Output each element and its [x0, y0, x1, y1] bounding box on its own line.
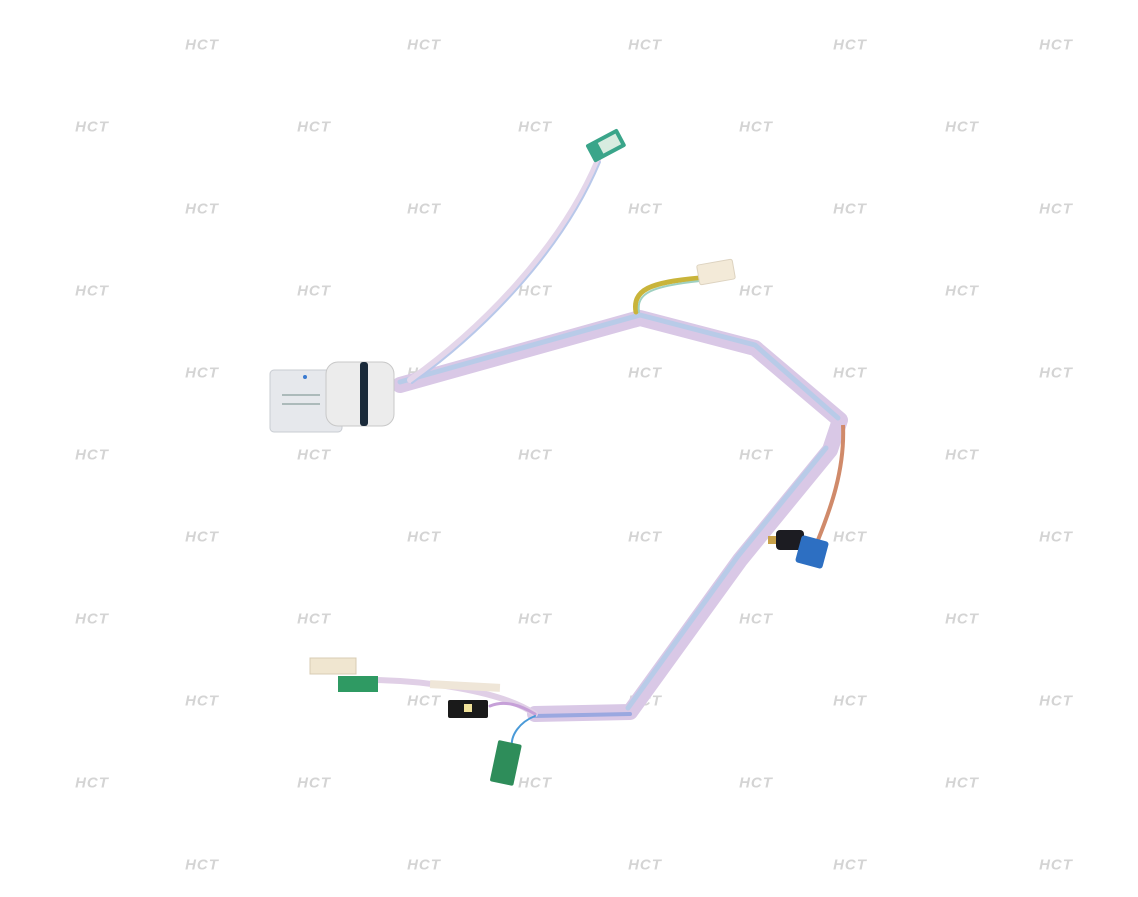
- watermark-text: HCT: [407, 692, 441, 710]
- watermark-text: HCT: [1039, 364, 1073, 382]
- watermark-text: HCT: [1039, 856, 1073, 874]
- watermark-text: HCT: [628, 36, 662, 54]
- watermark-text: HCT: [75, 118, 109, 136]
- watermark-text: HCT: [518, 118, 552, 136]
- watermark-text: HCT: [185, 856, 219, 874]
- watermark-text: HCT: [407, 528, 441, 546]
- watermark-text: HCT: [739, 446, 773, 464]
- watermark-text: HCT: [1039, 200, 1073, 218]
- watermark-text: HCT: [185, 200, 219, 218]
- watermark-text: HCT: [518, 610, 552, 628]
- watermark-text: HCT: [833, 364, 867, 382]
- watermark-text: HCT: [945, 610, 979, 628]
- watermark-text: HCT: [518, 774, 552, 792]
- watermark-text: HCT: [407, 200, 441, 218]
- branch-top: [407, 157, 601, 384]
- watermark-text: HCT: [407, 36, 441, 54]
- watermark-text: HCT: [945, 282, 979, 300]
- watermark-text: HCT: [945, 774, 979, 792]
- watermark-text: HCT: [628, 528, 662, 546]
- watermark-text: HCT: [945, 118, 979, 136]
- watermark-text: HCT: [1039, 692, 1073, 710]
- watermark-text: HCT: [628, 856, 662, 874]
- watermark-text: HCT: [518, 282, 552, 300]
- blue-sensor-connector: [768, 530, 829, 569]
- watermark-text: HCT: [628, 364, 662, 382]
- watermark-text: HCT: [297, 446, 331, 464]
- watermark-text: HCT: [75, 446, 109, 464]
- branch-bottom: [367, 677, 538, 749]
- watermark-text: HCT: [833, 528, 867, 546]
- green-connector-bottom: [490, 740, 522, 786]
- watermark-text: HCT: [297, 282, 331, 300]
- watermark-text: HCT: [518, 446, 552, 464]
- watermark-text: HCT: [739, 118, 773, 136]
- watermark-text: HCT: [75, 282, 109, 300]
- watermark-text: HCT: [628, 200, 662, 218]
- watermark-text: HCT: [75, 774, 109, 792]
- watermark-text: HCT: [833, 692, 867, 710]
- white-connector-upper: [696, 258, 736, 286]
- watermark-text: HCT: [1039, 528, 1073, 546]
- watermark-text: HCT: [833, 36, 867, 54]
- watermark-text: HCT: [739, 282, 773, 300]
- black-connector-terminal: [464, 704, 472, 712]
- white-connector-lower: [309, 657, 357, 675]
- watermark-text: HCT: [297, 774, 331, 792]
- watermark-text: HCT: [185, 364, 219, 382]
- watermark-text: HCT: [833, 200, 867, 218]
- watermark-text: HCT: [407, 856, 441, 874]
- branch-yellow: [632, 275, 703, 315]
- watermark-text: HCT: [1039, 36, 1073, 54]
- watermark-text: HCT: [297, 118, 331, 136]
- branch-copper: [816, 424, 846, 541]
- watermark-text: HCT: [739, 610, 773, 628]
- main-round-connector: [269, 361, 395, 433]
- harness-trunk: [392, 310, 848, 722]
- watermark-text: HCT: [185, 692, 219, 710]
- watermark-text: HCT: [185, 36, 219, 54]
- watermark-text: HCT: [833, 856, 867, 874]
- watermark-text: HCT: [75, 610, 109, 628]
- watermark-text: HCT: [297, 610, 331, 628]
- watermark-text: HCT: [185, 528, 219, 546]
- watermark-text: HCT: [739, 774, 773, 792]
- watermark-text: HCT: [945, 446, 979, 464]
- green-connector-small: [338, 676, 378, 692]
- green-connector-top: [586, 128, 626, 163]
